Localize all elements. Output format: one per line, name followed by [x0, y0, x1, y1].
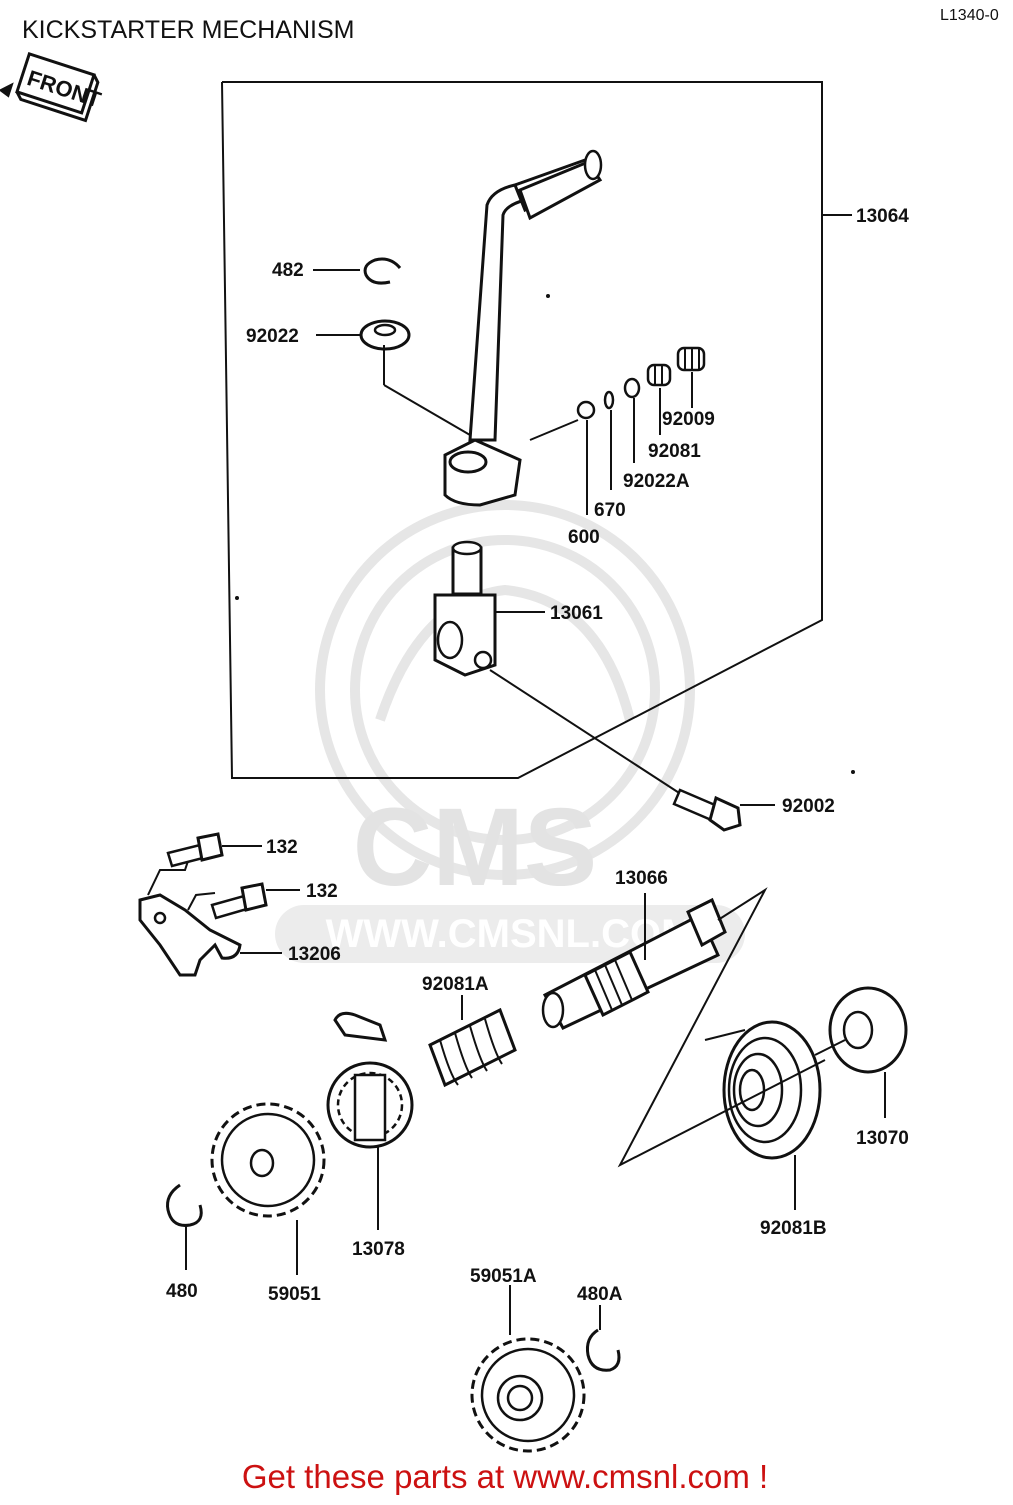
callout-92022: 92022	[246, 326, 299, 347]
callout-92022A: 92022A	[623, 471, 690, 492]
diagram-code: L1340-0	[940, 7, 999, 24]
part-670-washer	[603, 390, 615, 410]
watermark: CMS WWW.CMSNL.COM	[275, 500, 745, 963]
callout-59051: 59051	[268, 1284, 321, 1305]
part-600-ball	[576, 400, 596, 420]
part-132-bolt-lower	[210, 882, 268, 920]
callout-92009: 92009	[662, 409, 715, 430]
callout-13206: 13206	[288, 944, 341, 965]
callout-132-lower: 132	[306, 881, 338, 902]
part-59051A-gear	[470, 1337, 586, 1453]
callout-482: 482	[272, 260, 304, 281]
callout-92081A: 92081A	[422, 974, 489, 995]
callout-92002: 92002	[782, 796, 835, 817]
part-482-circlip	[363, 257, 402, 285]
part-92022-washer	[359, 319, 411, 351]
part-59051-gear	[210, 1102, 326, 1218]
front-arrow-icon: FRONT	[0, 51, 105, 123]
callout-13066: 13066	[615, 868, 668, 889]
part-92022A-washer	[623, 377, 641, 399]
callout-92081B: 92081B	[760, 1218, 827, 1239]
callout-13061: 13061	[550, 603, 603, 624]
part-13078-ratchet-gear	[326, 1011, 414, 1149]
part-92081-spring	[646, 363, 672, 387]
callout-13078: 13078	[352, 1239, 405, 1260]
part-13066-kickstarter-shaft	[541, 897, 727, 1030]
footer-link-text[interactable]: Get these parts at www.cmsnl.com !	[242, 1458, 768, 1495]
callout-labels: 13064 482 92022 92009 92081 92022A 670 6…	[166, 206, 909, 1305]
callout-600: 600	[568, 527, 600, 548]
callout-59051A: 59051A	[470, 1266, 537, 1287]
part-92081B-return-spring	[704, 1020, 822, 1160]
watermark-logo: CMS	[353, 786, 597, 909]
callout-13064: 13064	[856, 206, 909, 227]
callout-92081: 92081	[648, 441, 701, 462]
assembly-outline-13064	[221, 81, 823, 779]
callout-13070: 13070	[856, 1128, 909, 1149]
part-13061-kick-shaft	[433, 540, 497, 677]
part-92081A-spring	[428, 1007, 517, 1088]
callout-132-upper: 132	[266, 837, 298, 858]
diagram-title: KICKSTARTER MECHANISM	[22, 16, 354, 44]
callout-480: 480	[166, 1281, 198, 1302]
watermark-banner	[275, 905, 745, 963]
part-92002-bolt	[672, 788, 742, 832]
kick-pedal-lever	[443, 149, 603, 507]
part-480A-circlip	[586, 1328, 621, 1372]
part-13070-guide	[828, 986, 908, 1074]
callout-670: 670	[594, 500, 626, 521]
part-92009-screw	[676, 346, 706, 372]
part-480-circlip	[166, 1183, 203, 1227]
part-13206-plate	[138, 893, 242, 977]
callout-480A: 480A	[577, 1284, 623, 1305]
part-132-bolt-upper	[166, 832, 224, 868]
